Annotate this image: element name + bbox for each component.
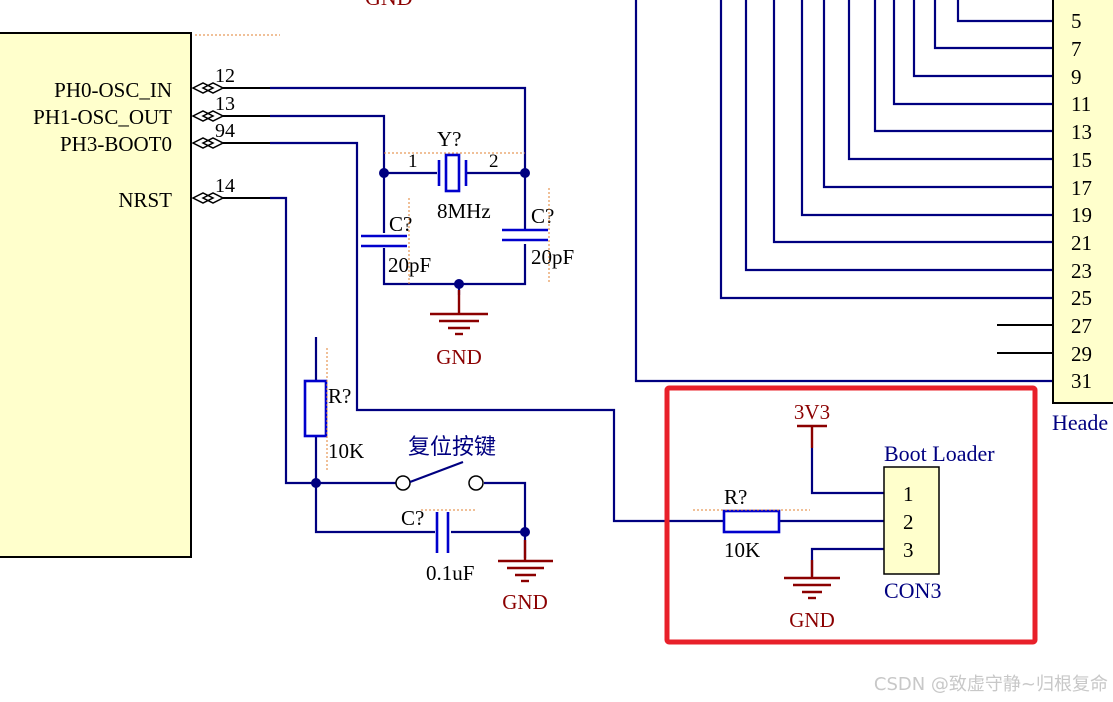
resistor-boot-designator: R? (724, 485, 747, 509)
supply-3v3-label: 3V3 (794, 400, 830, 424)
header-pin: 23 (1071, 259, 1092, 283)
reset-button-label: 复位按键 (408, 435, 496, 460)
junction (520, 527, 530, 537)
gnd-label-osc: GND (436, 345, 482, 369)
connector-title: Boot Loader (884, 441, 995, 466)
pin-number: 14 (215, 175, 235, 197)
supply-3v3-symbol[interactable] (797, 424, 827, 448)
crystal-value: 8MHz (437, 199, 491, 223)
reset-button[interactable] (395, 460, 484, 491)
pin-number: 12 (215, 65, 235, 87)
wire-boot0[interactable] (270, 141, 724, 523)
wire-osc-out[interactable] (270, 114, 386, 173)
resistor-boot-value: 10K (724, 538, 760, 562)
cap-reset-designator: C? (401, 506, 424, 530)
mcu-body[interactable] (0, 32, 192, 558)
resistor-reset[interactable] (303, 379, 328, 438)
gnd-symbol-boot[interactable] (784, 560, 840, 600)
cap-reset-value: 0.1uF (426, 561, 474, 585)
pin-94[interactable]: 94 (191, 120, 270, 149)
pin-number: 94 (215, 120, 235, 142)
pin-name-nrst: NRST (118, 188, 172, 212)
boot-highlight-box (664, 385, 1038, 645)
crystal-pin2: 2 (489, 151, 499, 172)
cap-right-value: 20pF (531, 245, 574, 269)
header-pin: 17 (1071, 176, 1092, 200)
wire-con-pin3[interactable] (810, 547, 884, 576)
resistor-reset-designator: R? (328, 384, 351, 408)
connector-pin: 1 (903, 482, 914, 506)
crystal-designator: Y? (437, 127, 462, 151)
connector-name: CON3 (884, 578, 941, 603)
wire-osc-in[interactable] (270, 86, 527, 173)
top-gnd-label: GND (365, 0, 413, 10)
cap-left-value: 20pF (388, 253, 431, 277)
gnd-label-boot: GND (789, 608, 835, 632)
cap-left-designator: C? (389, 212, 412, 236)
junction (379, 168, 389, 178)
header-pin: 9 (1071, 65, 1082, 89)
resistor-reset-value: 10K (328, 439, 364, 463)
header-pin: 21 (1071, 231, 1092, 255)
junction (454, 279, 464, 289)
pin-name-ph0: PH0-OSC_IN (54, 78, 172, 102)
header-pin: 19 (1071, 203, 1092, 227)
crystal-pin1: 1 (408, 151, 418, 172)
connector-pin: 2 (903, 510, 914, 534)
wire-reset[interactable] (314, 337, 527, 558)
header-pin: 27 (1071, 314, 1092, 338)
watermark: CSDN @致虚守静~归根复命 (874, 674, 1108, 695)
cap-right-designator: C? (531, 204, 554, 228)
pin-name-ph3: PH3-BOOT0 (60, 132, 172, 156)
crystal-y[interactable] (437, 153, 468, 193)
header-pin: 31 (1071, 369, 1092, 393)
header-pin: 25 (1071, 286, 1092, 310)
header-label: Heade (1052, 410, 1108, 435)
connector-con3-body[interactable] (883, 466, 940, 575)
header-pin: 11 (1071, 92, 1091, 116)
gnd-symbol-reset[interactable] (498, 540, 553, 583)
header-pin: 5 (1071, 9, 1082, 33)
header-wires[interactable] (634, 0, 1053, 383)
pin-name-ph1: PH1-OSC_OUT (33, 105, 172, 129)
junction (311, 478, 321, 488)
junction (520, 168, 530, 178)
cap-right[interactable] (502, 228, 548, 242)
wire-nrst[interactable] (270, 196, 396, 485)
wire-con-pin1[interactable] (810, 448, 884, 495)
cap-reset[interactable] (435, 512, 450, 553)
pin-12[interactable]: 12 (191, 65, 270, 94)
pin-13[interactable]: 13 (191, 93, 270, 122)
cap-left[interactable] (361, 234, 407, 248)
resistor-boot[interactable] (722, 509, 781, 534)
pin-number: 13 (215, 93, 235, 115)
header-pin: 15 (1071, 148, 1092, 172)
header-pin: 29 (1071, 342, 1092, 366)
gnd-symbol-osc[interactable] (430, 290, 488, 336)
header-pin: 13 (1071, 120, 1092, 144)
gnd-label-reset: GND (502, 590, 548, 614)
header-body[interactable] (1052, 0, 1113, 404)
pin-14[interactable]: 14 (191, 175, 270, 204)
connector-pin: 3 (903, 538, 914, 562)
header-pin: 7 (1071, 37, 1082, 61)
